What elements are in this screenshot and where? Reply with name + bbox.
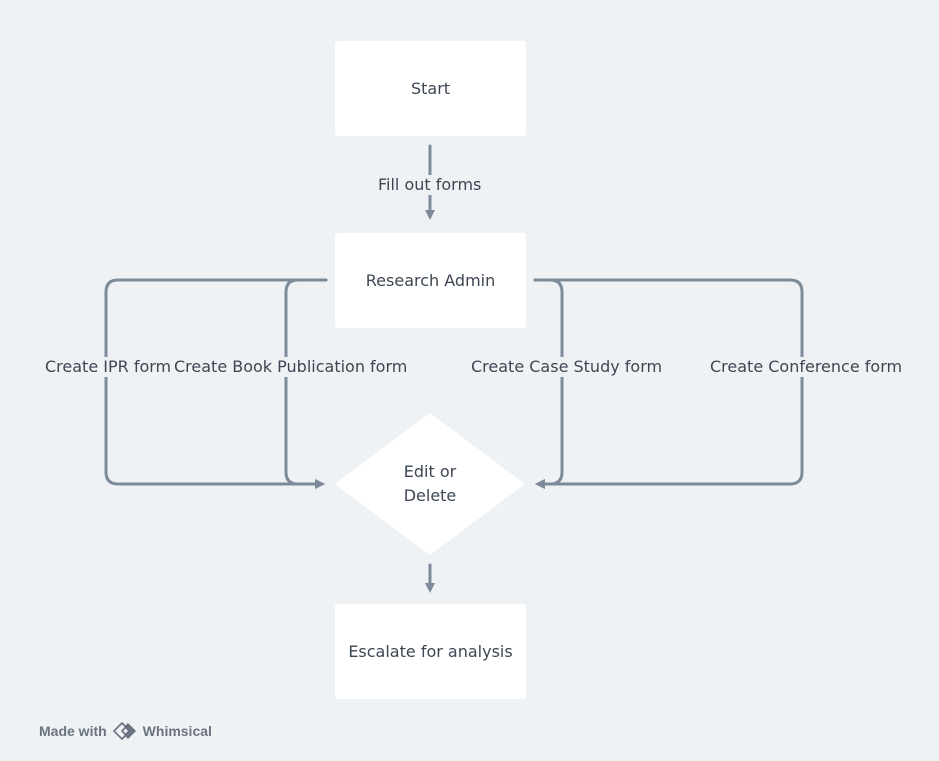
watermark-brand: Whimsical [142, 723, 212, 739]
connector-conference [533, 278, 804, 489]
decision-diamond-shape [335, 413, 525, 555]
escalate-node: Escalate for analysis [335, 604, 526, 699]
start-node: Start [335, 41, 526, 136]
escalate-label: Escalate for analysis [348, 642, 513, 661]
research-admin-node: Research Admin [335, 233, 526, 328]
edge-label-create-case-study: Create Case Study form [469, 357, 665, 377]
connector-ipr [104, 278, 328, 489]
decision-label-line1: Edit or [403, 462, 457, 481]
decision-label-line2: Delete [403, 486, 457, 505]
decision-node: Edit or Delete [335, 413, 525, 555]
edge-label-create-book: Create Book Publication form [172, 357, 410, 377]
edge-label-create-conference: Create Conference form [708, 357, 905, 377]
whimsical-logo-icon [112, 722, 139, 740]
watermark-prefix: Made with [39, 723, 107, 739]
edge-label-fill-out-forms: Fill out forms [376, 175, 484, 195]
connector-book [284, 278, 328, 489]
connector-case-study [533, 278, 564, 489]
edge-label-create-ipr: Create IPR form [43, 357, 174, 377]
start-node-label: Start [410, 79, 451, 98]
research-admin-label: Research Admin [365, 271, 496, 290]
decision-label: Edit or Delete [335, 413, 525, 555]
whimsical-watermark[interactable]: Made with Whimsical [39, 720, 212, 742]
